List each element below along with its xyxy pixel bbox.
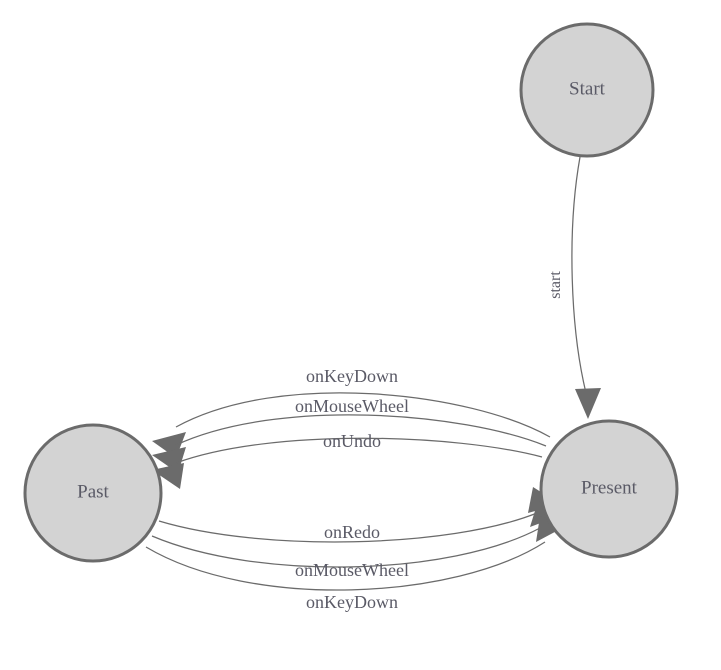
edge-layer: start onKeyDown onMouseWheel onUndo <box>145 156 601 612</box>
edge-present-to-past-onmousewheel-path <box>175 414 547 447</box>
arrowhead-into-present-3 <box>536 516 566 542</box>
edge-past-to-present-onkeydown-path <box>145 541 546 591</box>
edge-label-present-past-onundo: onUndo <box>323 431 381 451</box>
edge-past-to-present-onredo[interactable]: onRedo <box>158 487 560 543</box>
edge-start-to-present[interactable]: start <box>547 156 601 419</box>
edge-past-to-present-onkeydown[interactable]: onKeyDown <box>145 516 566 612</box>
edge-label-start: start <box>547 271 564 299</box>
arrowhead-into-past-3 <box>152 463 184 489</box>
node-past[interactable]: Past <box>23 423 163 563</box>
node-start-circle <box>519 22 655 158</box>
edge-label-past-present-onkeydown: onKeyDown <box>306 592 398 612</box>
node-present-circle <box>539 419 679 559</box>
node-present-label: Present <box>581 477 638 498</box>
edge-label-present-past-onmousewheel: onMouseWheel <box>295 396 409 416</box>
edge-present-to-past-onundo[interactable]: onUndo <box>152 431 543 489</box>
edge-label-present-past-onkeydown: onKeyDown <box>306 366 398 386</box>
edge-label-past-present-onmousewheel: onMouseWheel <box>295 560 409 580</box>
node-past-circle <box>23 423 163 563</box>
edge-present-to-past-onmousewheel[interactable]: onMouseWheel <box>152 396 547 473</box>
edge-present-to-past-onkeydown-path <box>175 392 551 438</box>
edge-label-past-present-onredo: onRedo <box>324 522 380 542</box>
node-start[interactable]: Start <box>519 22 655 158</box>
node-past-label: Past <box>77 481 109 502</box>
arrowhead-into-present-top <box>575 388 601 419</box>
edge-present-to-past-onundo-path <box>175 437 543 464</box>
node-start-label: Start <box>569 78 606 99</box>
edge-past-to-present-onredo-path <box>158 512 538 543</box>
edge-start-to-present-path <box>571 156 588 398</box>
node-present[interactable]: Present <box>539 419 679 559</box>
node-layer: Start Past Present <box>23 22 679 563</box>
edge-past-to-present-onmousewheel-path <box>151 527 541 568</box>
